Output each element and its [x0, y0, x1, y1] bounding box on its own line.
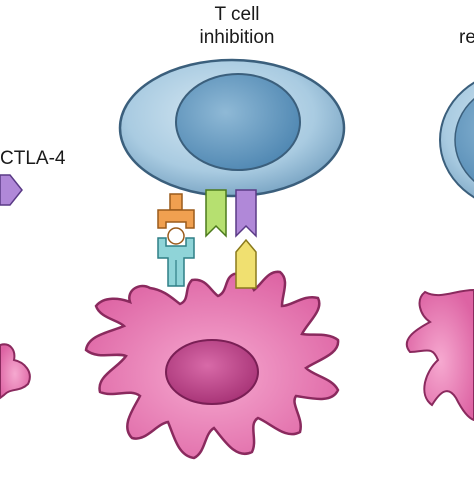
left-dendritic-cell — [0, 343, 31, 400]
teal-receptor-icon — [157, 237, 195, 287]
green-receptor-icon — [205, 189, 227, 238]
purple-receptor-icon — [235, 189, 257, 238]
title-line2: inhibition — [199, 27, 275, 48]
left-ctla4-arrow-icon — [0, 174, 23, 206]
ctla4-label: CTLA-4 — [0, 148, 66, 169]
t-cell — [118, 58, 346, 198]
right-partial-label: re — [459, 27, 474, 48]
dendritic-cell — [84, 270, 340, 460]
right-t-cell — [439, 81, 474, 199]
right-dendritic-cell — [405, 288, 474, 422]
orange-receptor-icon — [157, 193, 195, 229]
yellow-ligand-icon — [235, 238, 257, 289]
title-line1: T cell — [214, 4, 260, 25]
peptide-ligand-icon — [167, 227, 185, 245]
dendritic-nucleus — [165, 339, 259, 405]
